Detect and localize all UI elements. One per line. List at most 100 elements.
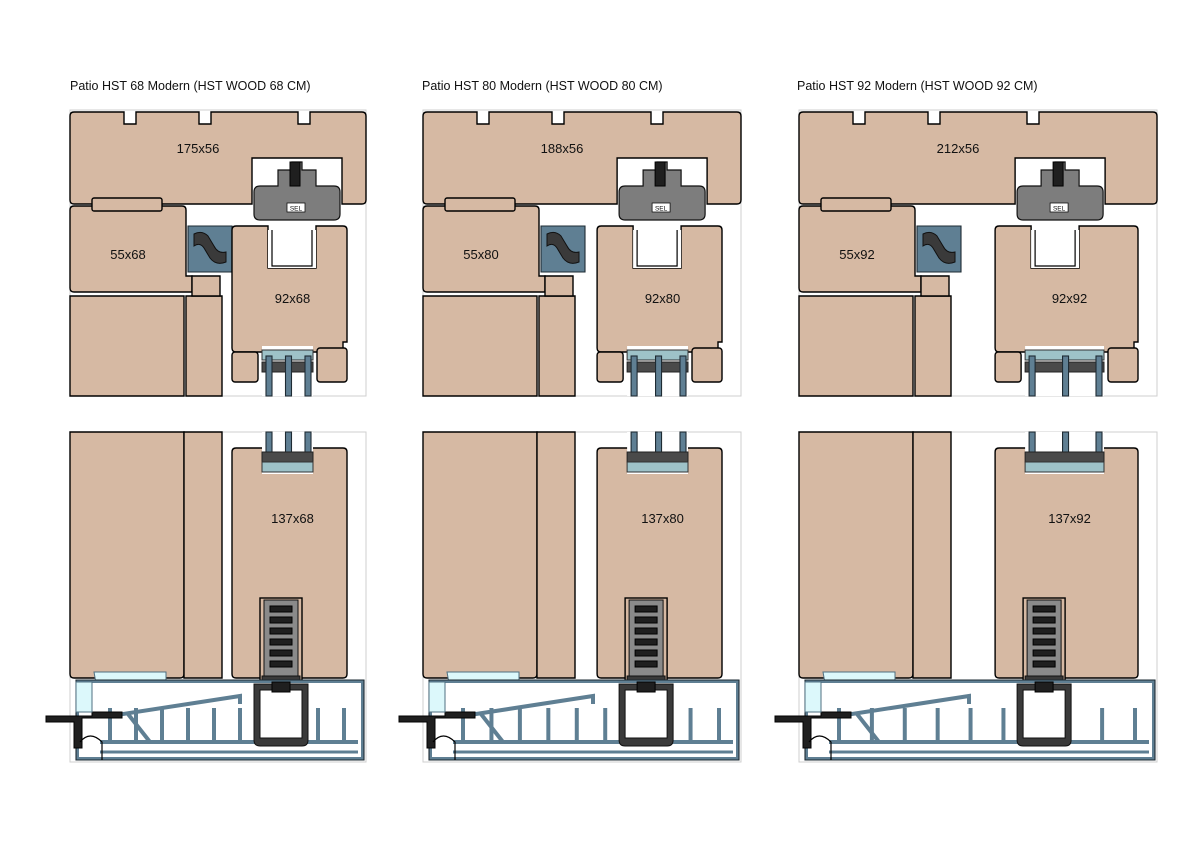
roller-rib bbox=[634, 638, 658, 646]
glass-pane-top bbox=[304, 355, 312, 397]
sill-inner bbox=[808, 683, 1152, 757]
left-sash-groove bbox=[820, 197, 892, 212]
sel-badge-label: SEL bbox=[290, 206, 303, 213]
left-stile-top bbox=[798, 295, 914, 397]
sill-roller-track-inner bbox=[259, 689, 303, 739]
roller-rib bbox=[1032, 627, 1056, 635]
top-track-slot-line bbox=[271, 230, 313, 267]
glass-seal-bottom bbox=[626, 461, 689, 473]
right-sash-label: 92x92 bbox=[1052, 291, 1087, 306]
roller-rib bbox=[1032, 605, 1056, 613]
top-frame-label: 212x56 bbox=[937, 141, 980, 156]
sill-slope bbox=[838, 693, 971, 718]
sel-badge-label: SEL bbox=[1053, 206, 1066, 213]
roller-rib bbox=[634, 605, 658, 613]
top-track-profile bbox=[1016, 161, 1104, 221]
top-frame-wood bbox=[422, 111, 742, 205]
top-track-seal bbox=[654, 161, 666, 187]
sill-diagonal bbox=[479, 712, 505, 744]
left-sash-label: 55x80 bbox=[463, 247, 498, 262]
top-frame-label: 175x56 bbox=[177, 141, 220, 156]
glazing-bead-left bbox=[596, 351, 624, 383]
left-inner-stile-top bbox=[185, 295, 223, 397]
bottom-sash-label: 137x80 bbox=[641, 511, 684, 526]
top-frame-wood bbox=[69, 111, 367, 205]
threshold-outside bbox=[45, 711, 123, 749]
glazing-bead-left bbox=[231, 351, 259, 383]
roller-rib bbox=[634, 616, 658, 624]
threshold-insulation bbox=[75, 681, 93, 713]
bottom-sash-label: 137x68 bbox=[271, 511, 314, 526]
interlock-gasket bbox=[193, 231, 227, 264]
panel-title-92: Patio HST 92 Modern (HST WOOD 92 CM) bbox=[797, 79, 1038, 93]
left-sash-upper bbox=[422, 205, 546, 293]
bottom-sash-label: 137x92 bbox=[1048, 511, 1091, 526]
glass-pane-top bbox=[1095, 355, 1103, 397]
sel-badge-label: SEL bbox=[655, 206, 668, 213]
left-stile-bottom bbox=[422, 431, 538, 679]
top-track-profile bbox=[618, 161, 706, 221]
glazing-bead-right bbox=[1107, 347, 1139, 383]
left-inner-stile-top bbox=[914, 295, 952, 397]
sill-roller-track-inner bbox=[624, 689, 668, 739]
right-sash-label: 92x68 bbox=[275, 291, 310, 306]
left-stile-top bbox=[69, 295, 185, 397]
roller-rib bbox=[269, 638, 293, 646]
glass-spacer-bottom bbox=[261, 451, 314, 463]
panel-title-80: Patio HST 80 Modern (HST WOOD 80 CM) bbox=[422, 79, 663, 93]
glass-pane-top bbox=[655, 355, 663, 397]
sill-slope bbox=[109, 693, 242, 718]
glass-pane-top bbox=[265, 355, 273, 397]
top-track-seal bbox=[289, 161, 301, 187]
left-sash-label: 55x68 bbox=[110, 247, 145, 262]
roller-rib bbox=[269, 649, 293, 657]
roller-rib bbox=[1032, 616, 1056, 624]
left-sash-lip bbox=[920, 275, 950, 297]
left-sash-lip bbox=[191, 275, 221, 297]
threshold-outside bbox=[398, 711, 476, 749]
left-sash-upper bbox=[69, 205, 193, 293]
top-frame-label: 188x56 bbox=[541, 141, 584, 156]
threshold-insulation bbox=[804, 681, 822, 713]
interlock-gasket bbox=[922, 231, 956, 264]
top-track-slot bbox=[633, 230, 682, 268]
glass-pane-top bbox=[630, 355, 638, 397]
left-inner-stile-bottom bbox=[536, 431, 576, 679]
top-track-slot bbox=[268, 230, 316, 268]
left-sash-groove bbox=[91, 197, 163, 212]
glazing-bead-right bbox=[316, 347, 348, 383]
glazing-bead-right bbox=[691, 347, 723, 383]
roller-rib bbox=[269, 616, 293, 624]
left-sash-groove bbox=[444, 197, 516, 212]
roller-rib bbox=[1032, 638, 1056, 646]
left-sash-upper bbox=[798, 205, 922, 293]
sill-inner bbox=[432, 683, 736, 757]
glass-spacer-bottom bbox=[626, 451, 689, 463]
glass-seal-bottom bbox=[1024, 461, 1105, 473]
sel-badge-box bbox=[286, 202, 306, 213]
top-track-profile bbox=[253, 161, 341, 221]
sill-rail bbox=[636, 681, 656, 693]
sill-roller-track-inner bbox=[1022, 689, 1066, 739]
top-track-slot bbox=[1031, 230, 1080, 268]
threshold-drain bbox=[79, 735, 103, 760]
interlock-gasket bbox=[546, 231, 580, 264]
glass-pane-top bbox=[1028, 355, 1036, 397]
glass-pane-top bbox=[679, 355, 687, 397]
roller-rib bbox=[634, 660, 658, 668]
left-inner-stile-bottom bbox=[183, 431, 223, 679]
sill-inner bbox=[79, 683, 361, 757]
roller-rib bbox=[269, 627, 293, 635]
glass-pane-top bbox=[284, 355, 293, 397]
roller-rib bbox=[634, 627, 658, 635]
top-frame-wood bbox=[798, 111, 1158, 205]
sill-rail bbox=[1034, 681, 1054, 693]
sel-badge-box bbox=[651, 202, 671, 213]
glass-pane-top bbox=[1061, 355, 1070, 397]
roller-rib bbox=[1032, 660, 1056, 668]
roller-rib bbox=[269, 605, 293, 613]
